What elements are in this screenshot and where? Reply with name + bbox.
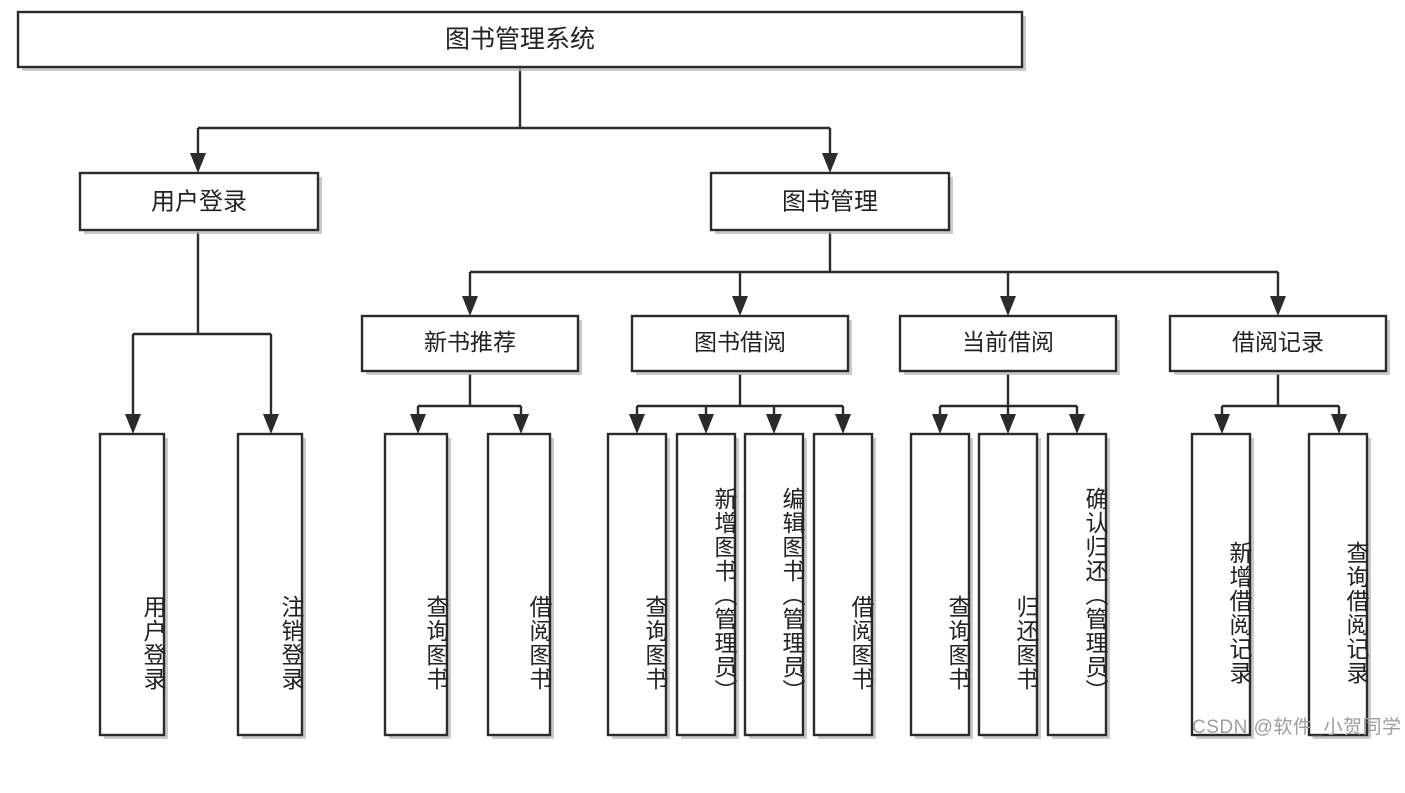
arrow-head-leaf-current-borrow-0 xyxy=(932,414,948,434)
node-new-book-recommend-rect xyxy=(360,314,580,373)
arrow-head-leaf-user-login-1 xyxy=(263,414,279,434)
leaf-rect-book-borrow-2[interactable] xyxy=(743,432,805,737)
arrow-head-leaf-borrow-record-1 xyxy=(1331,414,1347,434)
arrow-head-book-mgmt xyxy=(822,153,838,173)
arrow-head-leaf-book-borrow-0 xyxy=(629,414,645,434)
leaf-rect-current-borrow-1[interactable] xyxy=(977,432,1039,737)
arrow-head-leaf-book-borrow-2 xyxy=(766,414,782,434)
arrow-head-user-login xyxy=(190,153,206,173)
leaf-rect-current-borrow-2[interactable] xyxy=(1046,432,1108,737)
node-user-login-rect xyxy=(78,171,320,232)
node-book-management[interactable]: 图书管理 xyxy=(709,171,953,234)
node-root[interactable]: 图书管理系统 xyxy=(16,10,1026,71)
node-book-borrow[interactable]: 图书借阅 xyxy=(630,314,852,375)
arrow-head-borrow-record xyxy=(1270,296,1286,316)
node-new-book-recommend[interactable]: 新书推荐 xyxy=(360,314,582,375)
arrow-head-current-borrow xyxy=(1000,296,1016,316)
arrow-head-leaf-current-borrow-1 xyxy=(1000,414,1016,434)
arrow-head-leaf-book-borrow-3 xyxy=(835,414,851,434)
leaf-rect-user-login-1[interactable] xyxy=(236,432,304,737)
node-current-borrow[interactable]: 当前借阅 xyxy=(898,314,1120,375)
node-borrow-record-label: 借阅记录 xyxy=(1232,329,1324,355)
node-book-borrow-label: 图书借阅 xyxy=(694,329,786,355)
leaf-rect-user-login-0[interactable] xyxy=(98,432,166,737)
tree-canvas: 图书管理系统 用户登录 图书管理 新书推荐 图书借阅 当前借阅 xyxy=(16,10,1390,739)
leaf-rect-book-borrow-1[interactable] xyxy=(675,432,737,737)
connector-group xyxy=(125,67,1347,434)
leaf-rect-borrow-record-1[interactable] xyxy=(1307,432,1369,737)
leaf-box-group xyxy=(98,432,1371,739)
node-user-login[interactable]: 用户登录 xyxy=(78,171,322,234)
node-borrow-record-rect xyxy=(1168,314,1388,373)
arrow-head-new-book xyxy=(462,296,478,316)
node-current-borrow-label: 当前借阅 xyxy=(962,329,1054,355)
leaf-rect-new-book-0[interactable] xyxy=(383,432,449,737)
node-root-label: 图书管理系统 xyxy=(445,26,595,54)
arrow-head-book-borrow xyxy=(732,296,748,316)
csdn-watermark: CSDN @软件_小贺同学 xyxy=(1192,717,1402,738)
node-book-management-label: 图书管理 xyxy=(782,188,878,215)
leaf-rect-current-borrow-0[interactable] xyxy=(909,432,971,737)
node-borrow-record[interactable]: 借阅记录 xyxy=(1168,314,1390,375)
arrow-head-leaf-borrow-record-0 xyxy=(1214,414,1230,434)
node-user-login-label: 用户登录 xyxy=(151,188,247,215)
functional-structure-diagram: 图书管理系统 用户登录 图书管理 新书推荐 图书借阅 当前借阅 xyxy=(16,10,1402,739)
leaf-rect-book-borrow-3[interactable] xyxy=(812,432,874,737)
arrow-head-leaf-new-book-0 xyxy=(410,414,426,434)
node-root-rect xyxy=(16,10,1024,69)
node-book-borrow-rect xyxy=(630,314,850,373)
leaf-rect-new-book-1[interactable] xyxy=(486,432,552,737)
arrow-head-leaf-book-borrow-1 xyxy=(698,414,714,434)
leaf-rect-book-borrow-0[interactable] xyxy=(606,432,668,737)
arrow-head-leaf-new-book-1 xyxy=(513,414,529,434)
leaf-rect-borrow-record-0[interactable] xyxy=(1190,432,1252,737)
arrow-head-leaf-current-borrow-2 xyxy=(1069,414,1085,434)
arrow-head-leaf-user-login-0 xyxy=(125,414,141,434)
node-book-management-rect xyxy=(709,171,951,232)
node-new-book-recommend-label: 新书推荐 xyxy=(424,329,516,355)
node-current-borrow-rect xyxy=(898,314,1118,373)
